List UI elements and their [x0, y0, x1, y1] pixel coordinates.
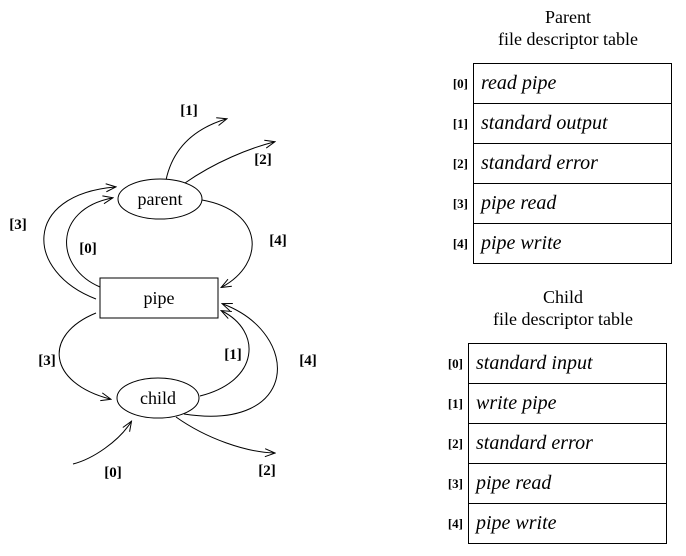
parent-fd2-label: [2] — [254, 152, 272, 168]
fd-value: standard error — [473, 143, 672, 184]
child-fd0-label: [0] — [104, 465, 122, 481]
fd-index: [2] — [452, 156, 468, 171]
parent-table-title: Parent file descriptor table — [468, 6, 668, 50]
child-node-label: child — [140, 388, 176, 408]
table-row: [2] standard error — [430, 423, 667, 464]
edge-parent-fd0 — [66, 198, 112, 288]
edge-parent-fd2 — [184, 142, 274, 184]
child-fd-table: [0] standard input [1] write pipe [2] st… — [430, 343, 667, 544]
pipe-node-shape — [99, 277, 219, 319]
table-row: [0] standard input — [430, 343, 667, 384]
table-row: [1] standard output — [435, 103, 672, 144]
fd-value: write pipe — [468, 383, 667, 424]
fd-index: [1] — [447, 396, 463, 411]
table-row: [1] write pipe — [430, 383, 667, 424]
parent-table-title-line2: file descriptor table — [498, 29, 638, 49]
edge-parent-fd1 — [165, 119, 226, 181]
fd-value: pipe read — [473, 183, 672, 224]
fd-value: pipe write — [473, 223, 672, 264]
pipe-diagram: parent pipe child [1] [2] [3] [0] [4] [3… — [9, 103, 317, 481]
parent-fd0-label: [0] — [79, 241, 97, 257]
pipe-node-label: pipe — [144, 288, 175, 308]
edge-child-fd2 — [175, 416, 274, 453]
child-table-title: Child file descriptor table — [463, 286, 663, 330]
fd-index: [0] — [447, 356, 463, 371]
fd-index: [4] — [452, 236, 468, 251]
edge-parent-fd4 — [201, 199, 253, 287]
fd-value: pipe write — [468, 503, 667, 544]
table-row: [4] pipe write — [430, 503, 667, 544]
parent-node-label: parent — [138, 189, 183, 209]
fd-value: standard output — [473, 103, 672, 144]
parent-fd4-label: [4] — [269, 233, 287, 249]
fd-index: [2] — [447, 436, 463, 451]
edge-child-fd4 — [183, 304, 278, 417]
parent-fd3-label: [3] — [9, 217, 27, 233]
child-table-title-line1: Child — [542, 287, 583, 307]
table-row: [3] pipe read — [435, 183, 672, 224]
fd-index: [4] — [447, 516, 463, 531]
table-row: [4] pipe write — [435, 223, 672, 264]
fd-value: read pipe — [473, 63, 672, 104]
table-row: [2] standard error — [435, 143, 672, 184]
table-row: [0] read pipe — [435, 63, 672, 104]
table-row: [3] pipe read — [430, 463, 667, 504]
parent-fd1-label: [1] — [180, 103, 198, 119]
edge-child-fd1 — [199, 311, 250, 397]
child-fd3-label: [3] — [38, 353, 56, 369]
fd-index: [0] — [452, 76, 468, 91]
fd-value: standard input — [468, 343, 667, 384]
parent-fd-table: [0] read pipe [1] standard output [2] st… — [435, 63, 672, 264]
fd-index: [1] — [452, 116, 468, 131]
edge-child-fd0 — [72, 422, 131, 465]
edge-parent-fd3 — [43, 187, 115, 300]
child-table-title-line2: file descriptor table — [493, 309, 633, 329]
parent-table-title-line1: Parent — [545, 7, 591, 27]
child-fd4-label: [4] — [299, 353, 317, 369]
child-node-shape — [116, 377, 200, 419]
fd-value: pipe read — [468, 463, 667, 504]
fd-value: standard error — [468, 423, 667, 464]
edge-child-fd3 — [58, 312, 110, 399]
fd-index: [3] — [447, 476, 463, 491]
child-fd2-label: [2] — [258, 463, 276, 479]
parent-node-shape — [117, 178, 203, 220]
child-fd1-label: [1] — [224, 347, 242, 363]
fd-index: [3] — [452, 196, 468, 211]
